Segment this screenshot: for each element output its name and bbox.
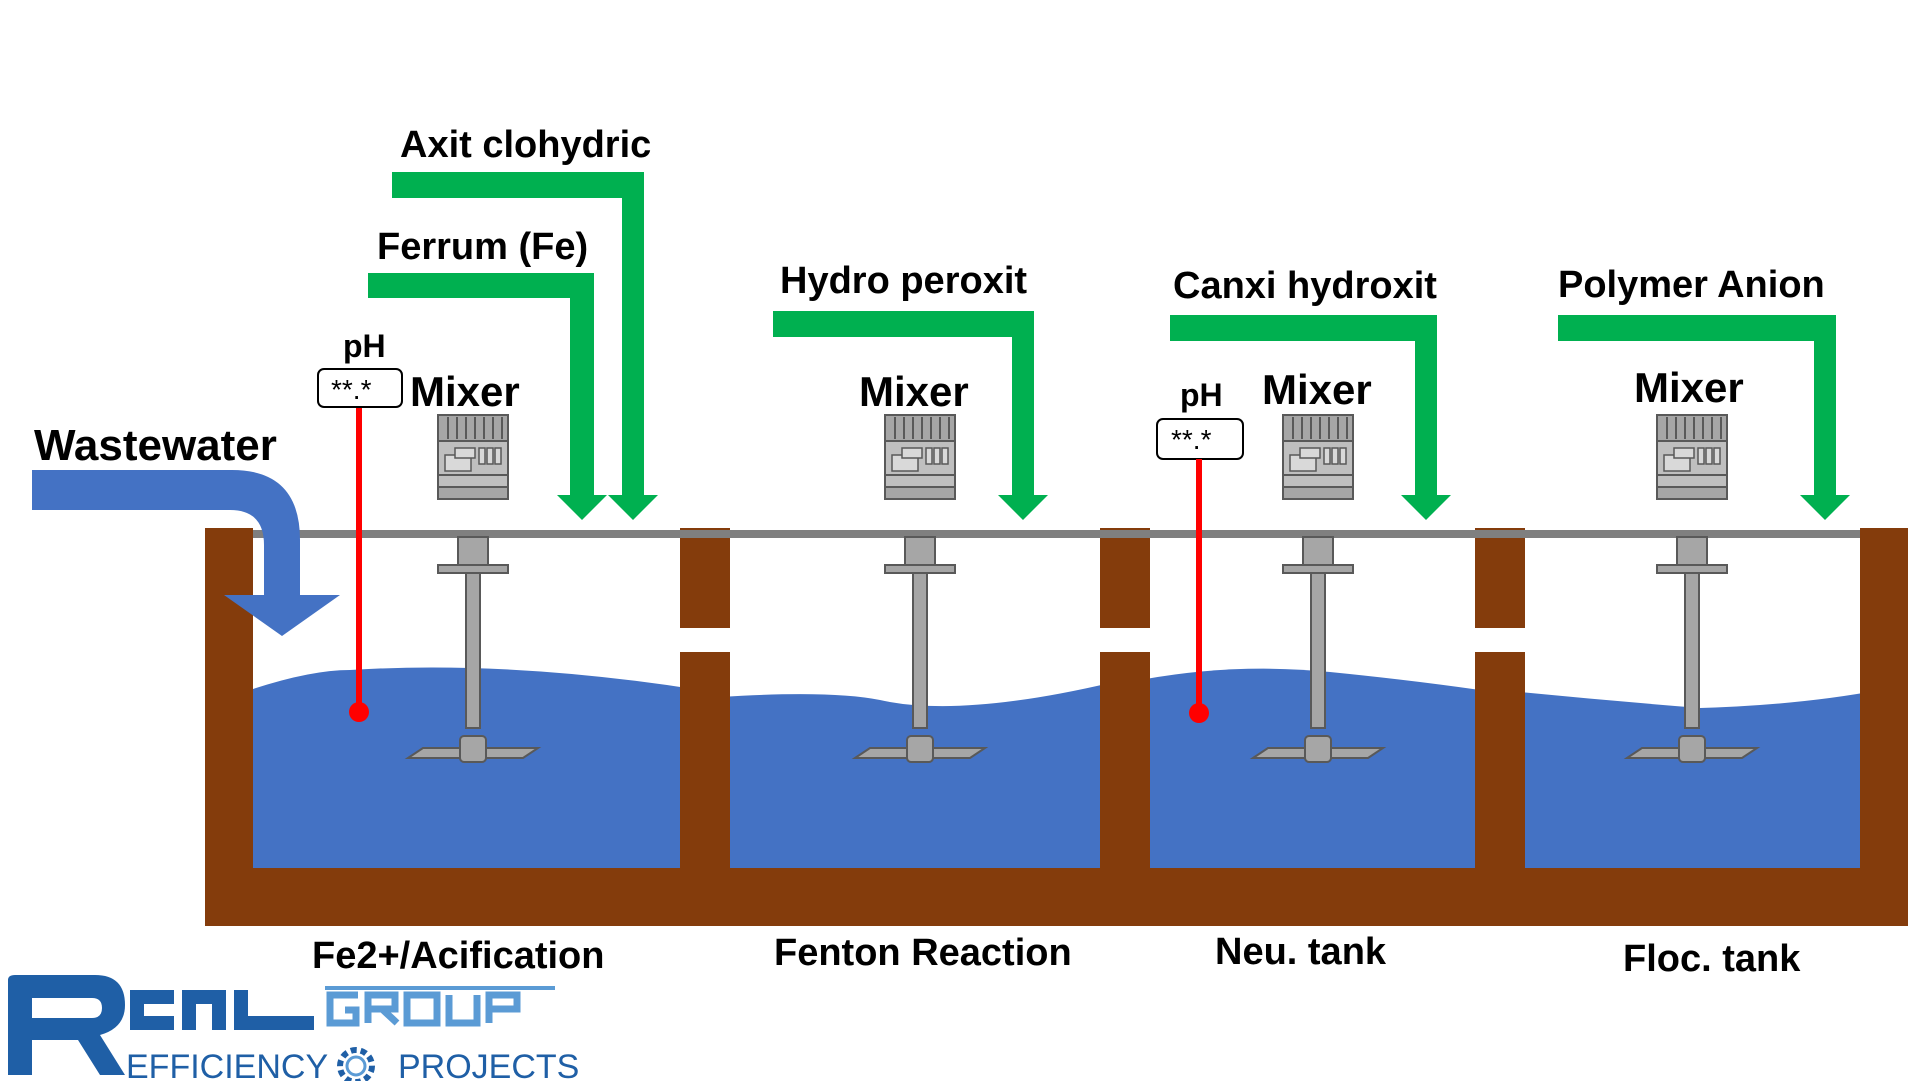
- ph-probe-tip-1: [349, 702, 369, 722]
- ph-value-1: **.*: [331, 374, 372, 405]
- water-tank-3: [1130, 668, 1480, 870]
- gear-icon: [337, 1047, 375, 1081]
- mixer-label-1: Mixer: [410, 368, 520, 415]
- lime-label: Canxi hydroxit: [1173, 265, 1437, 307]
- ph-probe-1: [356, 408, 362, 710]
- wastewater-label: Wastewater: [34, 421, 277, 470]
- ph-probe-2: [1196, 459, 1202, 712]
- tank-label-2: Fenton Reaction: [774, 932, 1072, 974]
- tank-walls: [205, 528, 1908, 926]
- logo-efficiency: EFFICIENCY: [126, 1048, 328, 1081]
- mixer-label-4: Mixer: [1634, 364, 1744, 411]
- right-wall: [1860, 528, 1908, 926]
- realgroup-logo: EFFICIENCY PROJECTS: [8, 975, 579, 1081]
- acid-dosing-arrow: [392, 172, 658, 520]
- peroxide-dosing-arrow: [773, 311, 1048, 520]
- ph-display-1: [317, 368, 403, 408]
- mixer-label-2: Mixer: [859, 368, 969, 415]
- ph-probe-tip-2: [1189, 703, 1209, 723]
- ph-sensor-1: pH **.*: [317, 328, 403, 722]
- ph-sensor-2: pH **.*: [1156, 377, 1244, 723]
- polymer-dosing-arrow: [1558, 315, 1850, 520]
- logo-projects: PROJECTS: [398, 1048, 579, 1081]
- ph-value-2: **.*: [1171, 424, 1212, 455]
- lime-dosing-arrow: [1170, 315, 1451, 520]
- divider-1-lower: [680, 652, 730, 892]
- tank-cover: [253, 530, 1860, 538]
- chemical-arrows: [368, 172, 1850, 520]
- divider-3-upper: [1475, 528, 1525, 628]
- water-body: [250, 667, 1880, 870]
- tank-label-4: Floc. tank: [1623, 938, 1801, 980]
- divider-2-upper: [1100, 528, 1150, 628]
- water-tank-4: [1500, 690, 1880, 870]
- tank-label-1: Fe2+/Acification: [312, 935, 604, 977]
- divider-2-lower: [1100, 652, 1150, 892]
- divider-3-lower: [1475, 652, 1525, 892]
- iron-label: Ferrum (Fe): [377, 226, 588, 268]
- ph-label-2: pH: [1180, 377, 1223, 413]
- tank-label-3: Neu. tank: [1215, 931, 1387, 973]
- logo-r-mark: [8, 975, 125, 1075]
- acid-label: Axit clohydric: [400, 124, 651, 166]
- wastewater-inlet-arrow: [32, 470, 340, 636]
- mixer-label-3: Mixer: [1262, 366, 1372, 413]
- left-wall: [205, 528, 253, 926]
- iron-dosing-arrow: [368, 273, 607, 520]
- water-tank-2: [720, 683, 1110, 870]
- tank-floor: [205, 868, 1907, 926]
- peroxide-label: Hydro peroxit: [780, 260, 1027, 302]
- polymer-label: Polymer Anion: [1558, 264, 1825, 306]
- ph-label-1: pH: [343, 328, 386, 364]
- divider-1-upper: [680, 528, 730, 628]
